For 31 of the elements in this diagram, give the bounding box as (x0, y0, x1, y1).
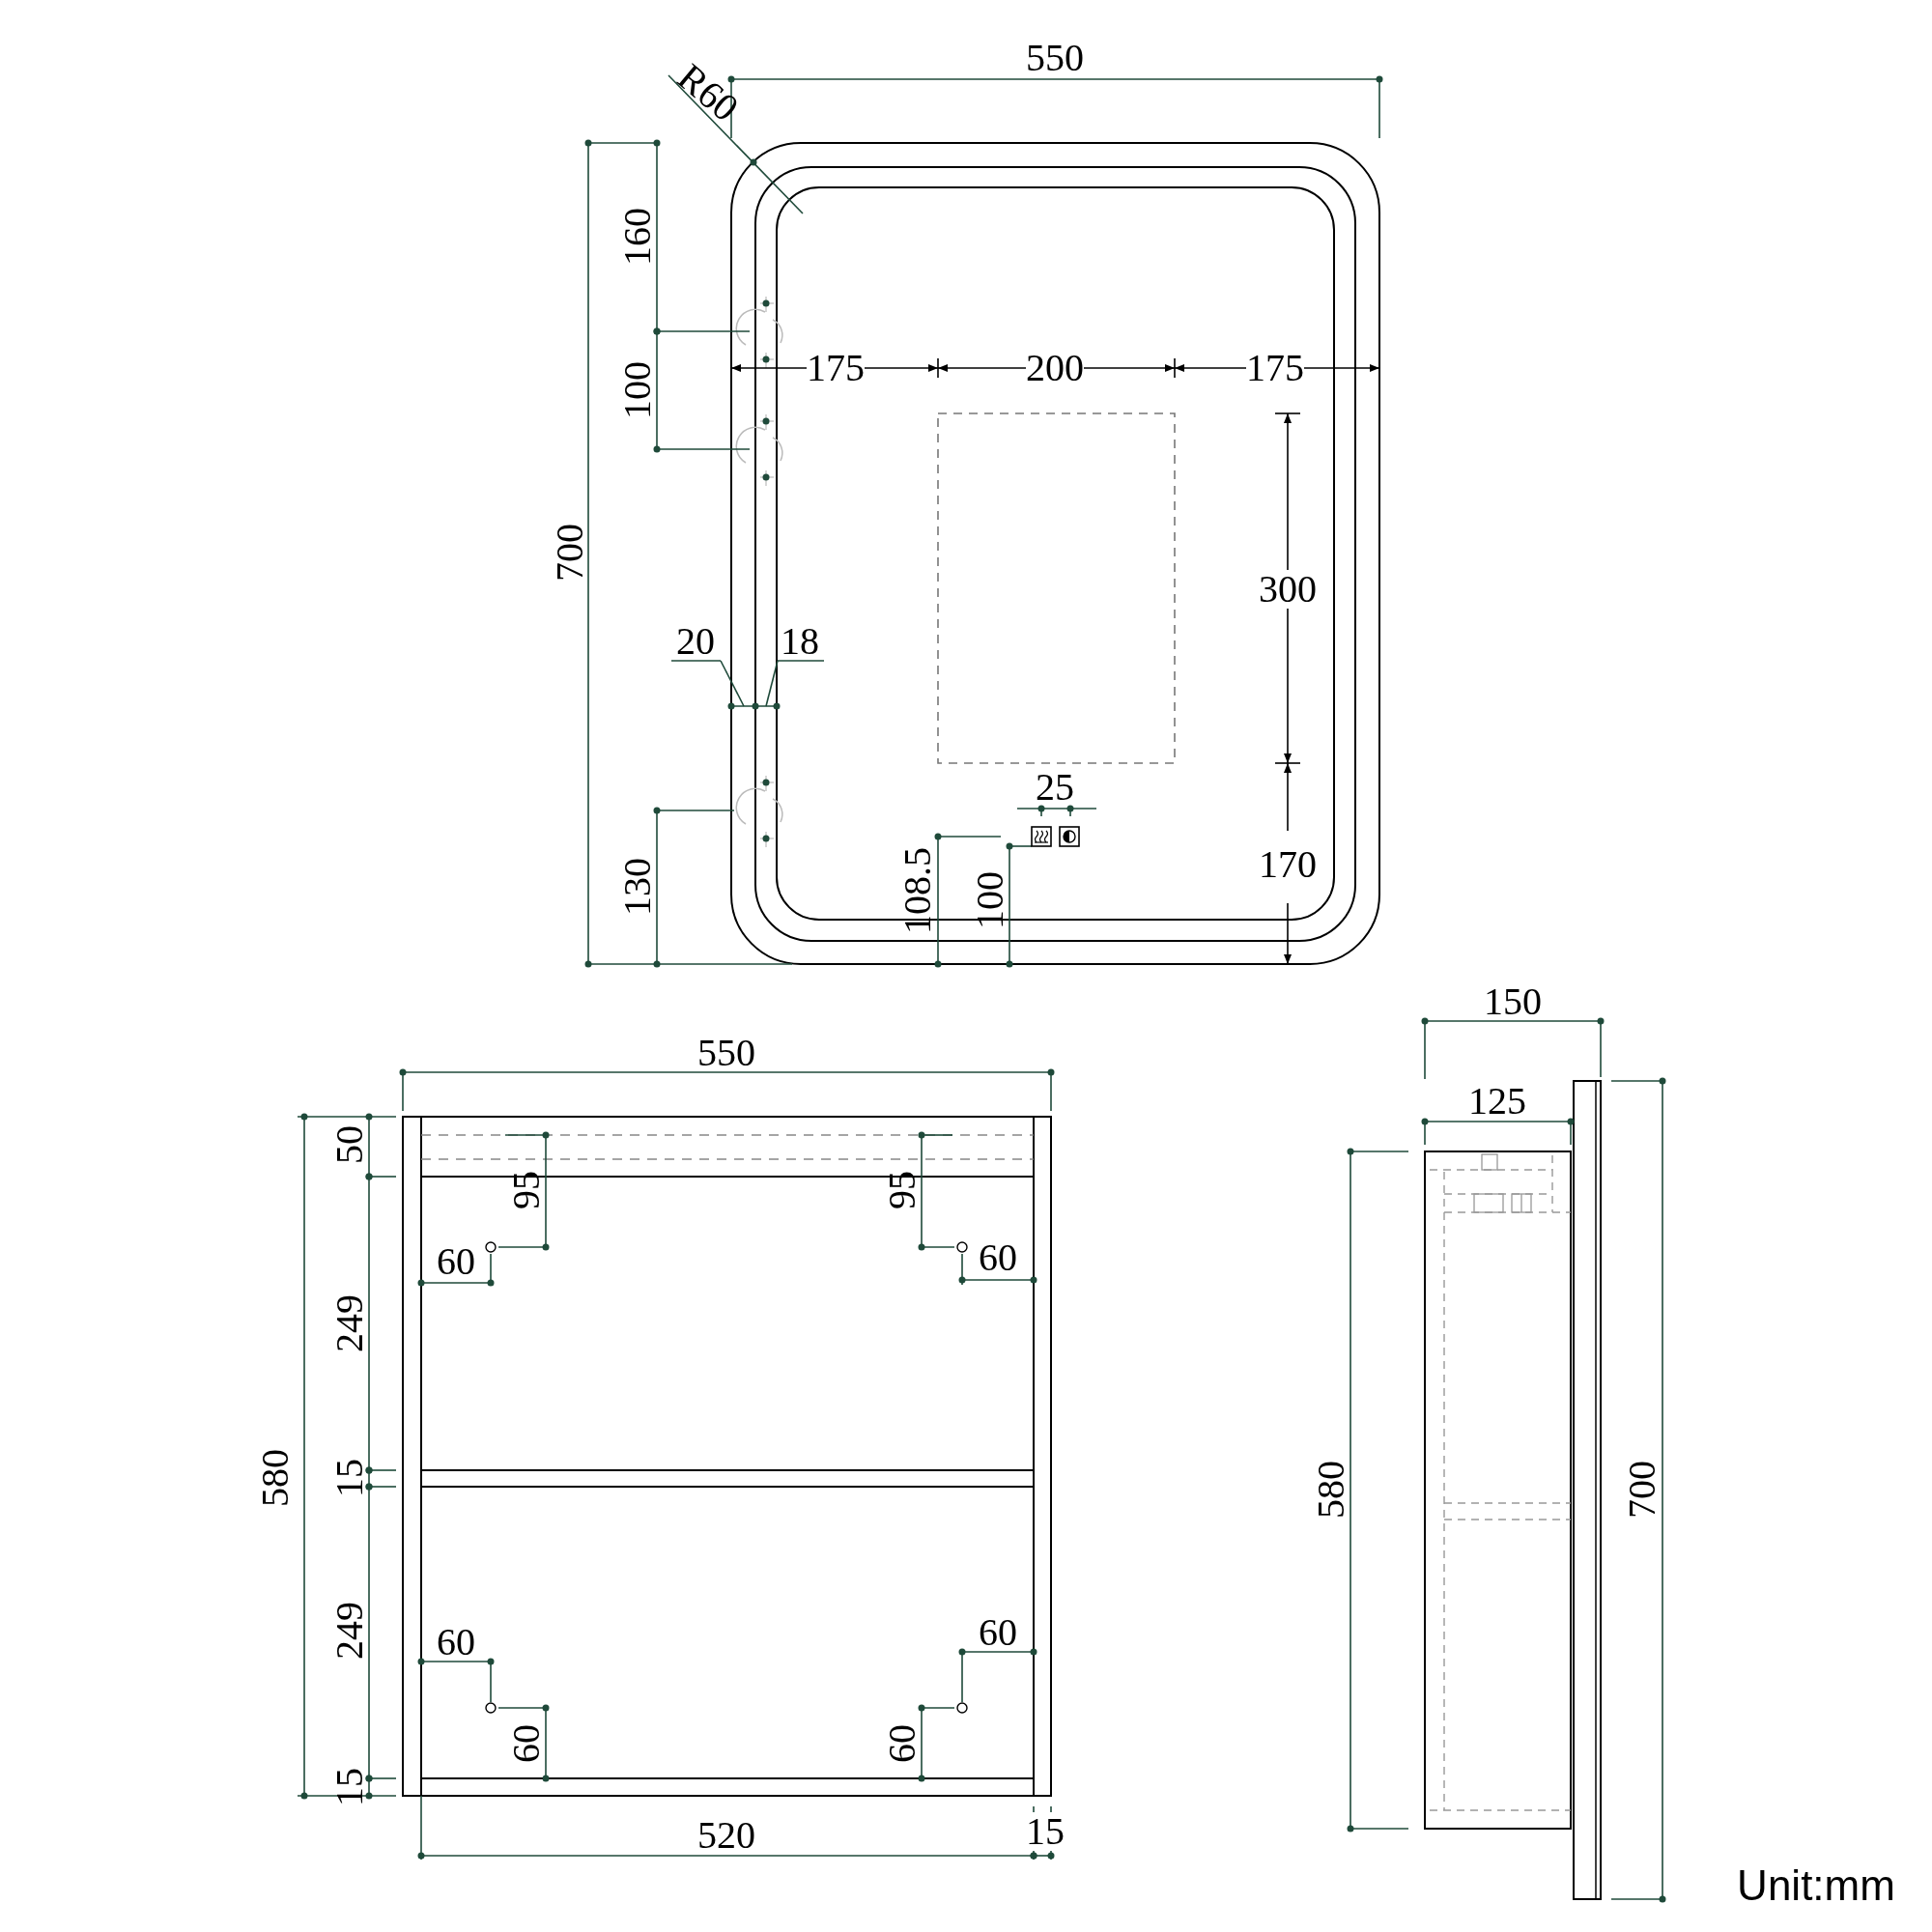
dimension-label: 60 (507, 1724, 546, 1763)
dimension-label: 25 (1036, 768, 1074, 807)
dimension-label: 15 (330, 1459, 369, 1497)
dimension-label: 580 (256, 1449, 295, 1507)
dimension-label: 108.5 (898, 847, 937, 934)
dimension-label: 130 (618, 858, 657, 916)
dimension-label: 60 (883, 1724, 922, 1763)
dimension-label: 60 (437, 1623, 475, 1662)
dimension-label: 249 (330, 1602, 369, 1660)
dimension-label: 550 (1026, 39, 1084, 77)
dimension-label: 15 (330, 1768, 369, 1806)
dimension-label: 18 (781, 622, 819, 661)
dimension-label: 60 (979, 1613, 1017, 1652)
dimension-label: 20 (676, 622, 715, 661)
dimension-label: 150 (1484, 982, 1542, 1021)
dimension-label: 520 (697, 1816, 755, 1855)
dimension-label: 550 (697, 1034, 755, 1072)
dimension-label: 700 (551, 524, 589, 582)
dimension-label: 125 (1468, 1082, 1526, 1121)
dimension-label: 60 (437, 1242, 475, 1281)
dimension-label: 50 (330, 1125, 369, 1164)
dimension-label: 100 (618, 361, 657, 419)
dimension-label: 700 (1623, 1461, 1662, 1519)
dimension-label: 160 (618, 208, 657, 266)
dimension-label: R60 (670, 57, 746, 128)
unit-note: Unit:mm (1737, 1864, 1895, 1907)
dimension-label: 300 (1259, 570, 1317, 609)
dimension-label: 60 (979, 1238, 1017, 1277)
dimension-label: 249 (330, 1294, 369, 1352)
dimension-label: 580 (1312, 1461, 1350, 1519)
dimension-label: 15 (1026, 1812, 1065, 1851)
